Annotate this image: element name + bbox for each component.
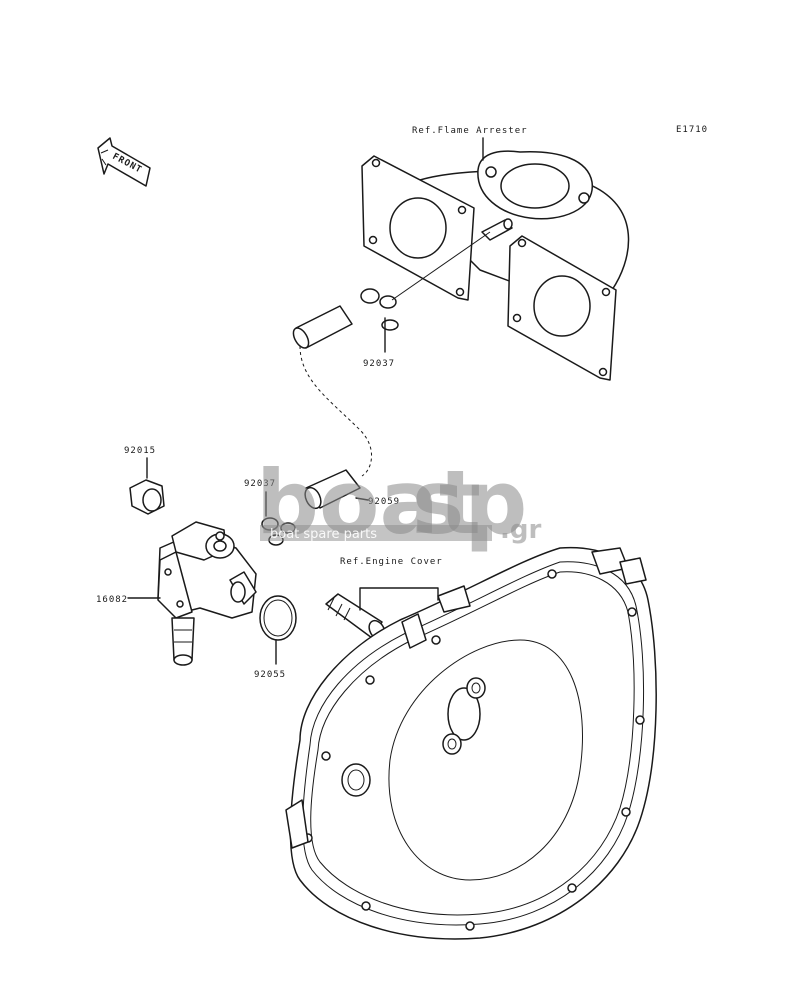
ref-flame-arrester-label: Ref.Flame Arrester: [412, 126, 528, 136]
engine-cover-drawing: [285, 546, 657, 940]
oil-pump-drawing: [157, 521, 257, 666]
ref-engine-cover-label: Ref.Engine Cover: [340, 557, 443, 567]
flame-arrester-drawing: [361, 150, 630, 381]
nut-drawing: [129, 479, 165, 515]
diagram-code: E1710: [676, 125, 708, 135]
leader-engine-cover: [359, 587, 439, 611]
o-ring-drawing: [259, 595, 297, 641]
part-number-p3: 92037: [244, 479, 276, 489]
watermark-tld: .gr: [500, 515, 541, 545]
washer-upper-drawing: [360, 231, 491, 331]
hose-upper-drawing: [292, 305, 372, 477]
part-number-p6: 92055: [254, 670, 286, 680]
front-arrow-icon: FRONT: [97, 137, 151, 187]
hose-lower-drawing: [304, 469, 361, 510]
part-number-p1: 92037: [363, 359, 395, 369]
part-number-p4: 92059: [368, 497, 400, 507]
part-number-p5: 16082: [96, 595, 128, 605]
watermark: boat sp .gr boat spare parts: [256, 451, 541, 554]
part-number-p2: 92015: [124, 446, 156, 456]
watermark-tagline: boat spare parts: [270, 527, 377, 542]
